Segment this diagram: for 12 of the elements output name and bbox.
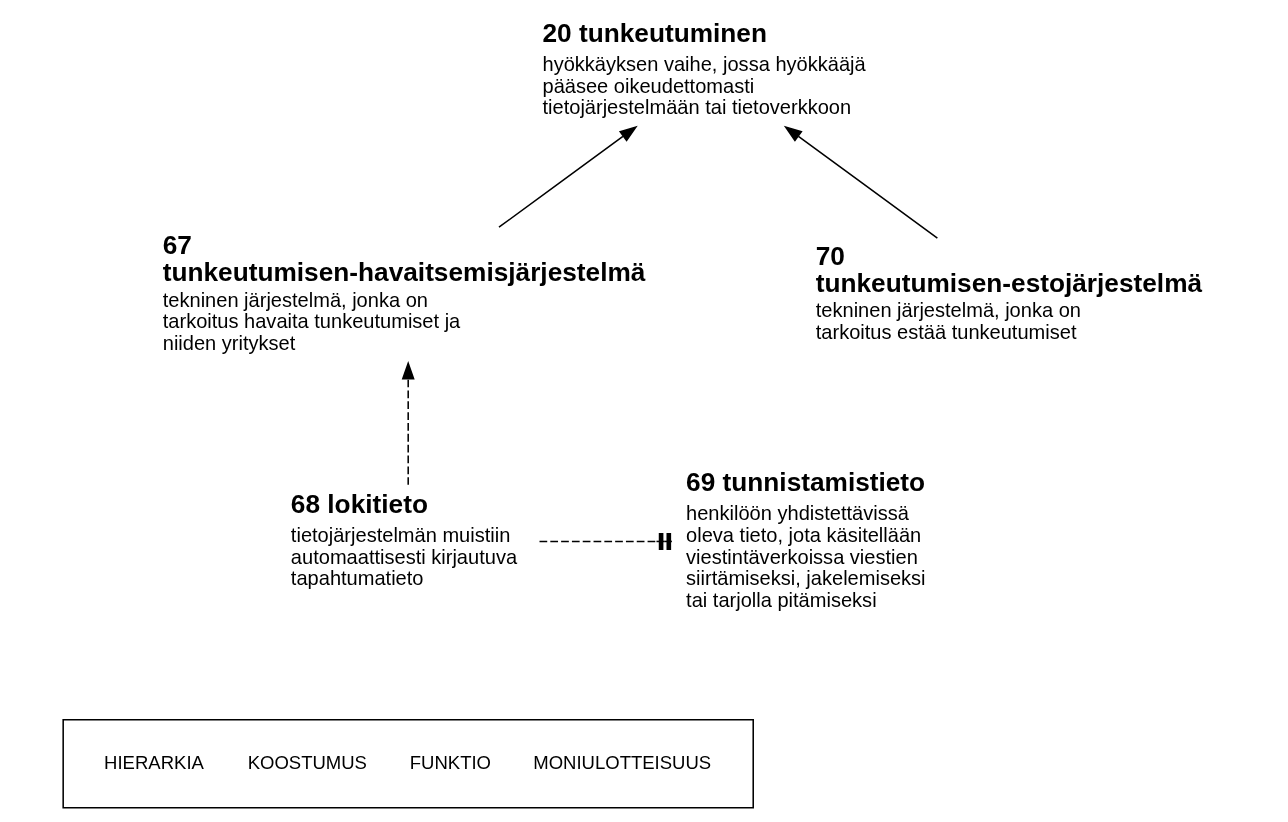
node-text: 70 tunkeutumisen-estojärjestelmä tekninen järjestelmä, jonka on tarkoitus estää tunkeutumiset (815, 241, 1203, 344)
legend-label: KOOSTUMUS (247, 752, 367, 774)
arrow (783, 125, 939, 239)
node-text: 68 lokitieto tietojärjestelmän muistiin automaattisesti kirjautuva tapahtumatieto (290, 489, 518, 590)
arrow (498, 125, 638, 228)
legend-label: HIERARKIA (104, 752, 204, 774)
arrow (401, 361, 415, 486)
node-text: 67 tunkeutumisen-havaitsemisjärjestelmä tekninen järjestelmä, jonka on tarkoitus havaita tunkeutumiset ja niiden yritykset (162, 230, 646, 354)
legend-label: FUNKTIO (409, 752, 492, 774)
node-text: 69 tunnistamistieto henkilöön yhdistettävissä oleva tieto, jota käsitellään viestintäverkoissa viestien siirtämiseksi, jakelemiseksi tai tarjolla pitämiseksi (686, 467, 926, 611)
node-text: 20 tunkeutuminen hyökkäyksen vaihe, jossa hyökkääjä pääsee oikeudettomasti tietojärjestelmään tai tietoverkkoon (542, 18, 866, 119)
legend-label: MONIULOTTEISUUS (533, 752, 712, 774)
